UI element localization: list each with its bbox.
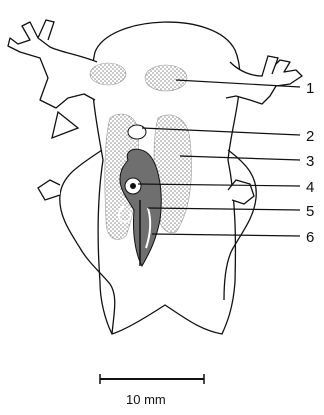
callout-label-3: 3 [306, 153, 314, 170]
left-foot [38, 180, 60, 200]
callout-label-5: 5 [306, 203, 314, 220]
callout-label-1: 1 [306, 80, 314, 97]
left-upper-digit [38, 20, 54, 40]
callout-label-4: 4 [306, 179, 314, 196]
callout-label-6: 6 [306, 229, 314, 246]
left-forelimb [8, 22, 97, 108]
callout-label-2: 2 [306, 128, 314, 145]
core-dot [130, 183, 136, 189]
scale-bar-label: 10 mm [126, 392, 166, 407]
right-eye [145, 65, 187, 91]
small-triangle [52, 112, 78, 138]
small-oval [128, 125, 146, 139]
left-eye [90, 63, 126, 85]
